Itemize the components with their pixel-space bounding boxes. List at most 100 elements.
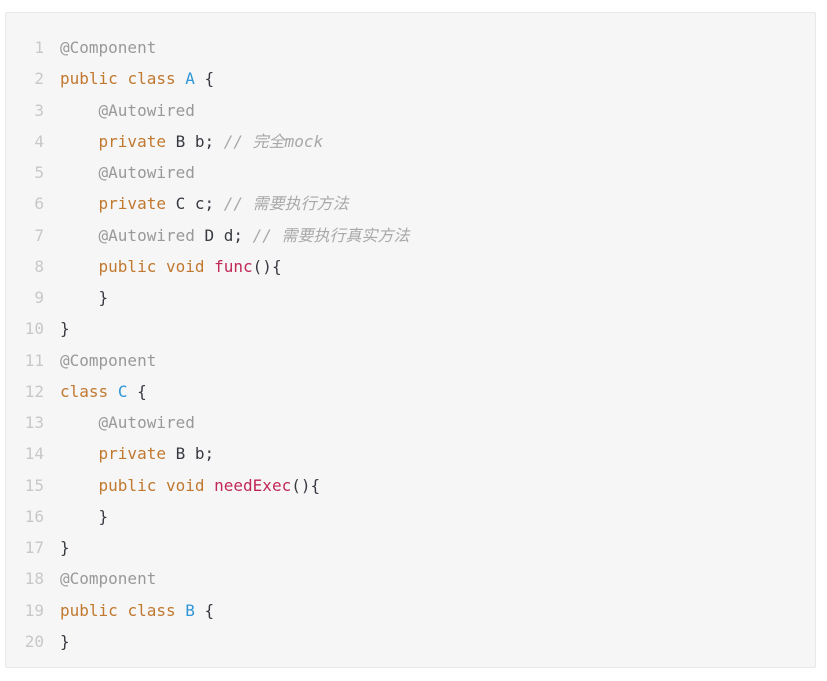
code-token-keyword: public (98, 256, 157, 276)
code-text: @Autowired D d; // 需要执行真实方法 (60, 220, 410, 251)
code-token-plain: } (60, 288, 109, 307)
code-text: } (60, 532, 70, 563)
line-number: 18 (24, 569, 44, 589)
code-text: @Autowired (60, 407, 195, 438)
line-number: 17 (24, 538, 44, 557)
code-token-keyword: private (98, 131, 166, 151)
code-token-plain (118, 601, 128, 620)
line-number: 4 (34, 131, 44, 151)
line-number: 15 (24, 475, 44, 495)
code-token-comment: // 需要执行方法 (223, 194, 349, 214)
code-token-comment: // 完全mock (223, 131, 324, 151)
code-token-plain (60, 444, 99, 463)
code-token-plain (60, 476, 99, 495)
line-number: 5 (34, 163, 44, 182)
code-token-func: needExec (214, 475, 292, 495)
line-number: 7 (34, 225, 44, 245)
code-token-plain: B b; (165, 444, 215, 464)
code-token-plain: } (60, 319, 70, 339)
code-token-annotation: @Autowired (98, 163, 195, 182)
line-number: 1 (34, 38, 44, 57)
code-text: private B b; // 完全mock (60, 126, 324, 157)
line-number: 8 (34, 256, 44, 276)
code-token-plain (60, 257, 99, 276)
code-token-plain (176, 69, 186, 88)
code-text: class C { (60, 376, 147, 407)
line-number: 11 (24, 350, 44, 370)
code-token-annotation: @Autowired (98, 225, 195, 245)
line-number: 19 (24, 600, 44, 620)
line-number: 20 (24, 631, 44, 651)
code-token-keyword: public (60, 600, 118, 620)
code-token-plain: } (60, 538, 70, 557)
code-text: public void func(){ (60, 251, 282, 282)
code-token-keyword: private (98, 444, 166, 464)
code-token-class: C (117, 381, 128, 401)
code-token-plain: (){ (291, 475, 321, 495)
code-token-plain (108, 382, 118, 401)
code-token-plain: C c; (165, 194, 224, 214)
code-token-plain (205, 257, 215, 276)
code-text: @Component (60, 32, 156, 63)
code-text: @Autowired (60, 95, 195, 126)
line-number: 3 (34, 100, 44, 120)
code-token-plain (60, 163, 99, 182)
line-number: 10 (24, 319, 44, 339)
code-token-plain: } (60, 506, 109, 526)
code-text: private C c; // 需要执行方法 (60, 188, 349, 219)
code-token-plain: B b; (165, 131, 224, 151)
code-text: @Component (60, 345, 156, 376)
code-token-plain (60, 413, 99, 432)
code-token-annotation: @Autowired (98, 100, 195, 120)
code-text: } (60, 282, 109, 313)
code-token-plain: } (60, 631, 70, 651)
code-token-plain (176, 601, 186, 620)
code-token-class: A (185, 69, 195, 89)
code-token-plain (118, 69, 128, 88)
line-number: 12 (24, 381, 44, 401)
line-number: 16 (24, 506, 44, 526)
code-token-plain: D d; (194, 225, 253, 245)
code-text: } (60, 501, 109, 532)
code-token-plain (60, 132, 99, 151)
code-token-keyword: void (165, 475, 205, 495)
line-number: 14 (24, 444, 44, 464)
code-text: public void needExec(){ (60, 470, 321, 501)
code-token-plain (60, 226, 99, 245)
code-token-plain (60, 194, 99, 213)
code-token-plain: { (194, 69, 215, 89)
code-token-keyword: private (98, 194, 166, 214)
code-text: public class A { (60, 63, 214, 94)
line-number: 9 (34, 288, 44, 307)
code-token-keyword: class (127, 69, 176, 89)
code-token-plain (60, 101, 99, 120)
code-token-plain (156, 476, 166, 495)
code-token-annotation: @Component (60, 350, 157, 370)
code-text: private B b; (60, 438, 215, 469)
code-token-keyword: class (127, 600, 176, 620)
code-token-annotation: @Component (60, 569, 157, 589)
code-token-plain: { (127, 381, 147, 401)
code-token-func: func (214, 256, 253, 276)
code-text: } (60, 626, 70, 657)
line-number: 6 (34, 194, 44, 214)
line-number: 2 (34, 69, 44, 89)
code-token-keyword: void (165, 256, 205, 276)
code-text: public class B { (60, 595, 214, 626)
line-number: 13 (24, 413, 44, 432)
code-token-plain: (){ (252, 256, 282, 276)
code-token-plain: { (194, 600, 215, 620)
code-text: @Component (60, 563, 156, 594)
code-token-plain (156, 257, 166, 276)
code-token-comment: // 需要执行真实方法 (252, 225, 410, 245)
code-text: } (60, 313, 70, 344)
code-token-keyword: public (98, 475, 157, 495)
code-token-plain (205, 476, 215, 495)
code-token-keyword: public (60, 69, 118, 89)
code-token-annotation: @Autowired (98, 413, 195, 432)
code-token-keyword: class (60, 381, 109, 401)
code-token-class: B (185, 600, 195, 620)
code-token-annotation: @Component (60, 38, 157, 57)
code-text: @Autowired (60, 157, 195, 188)
